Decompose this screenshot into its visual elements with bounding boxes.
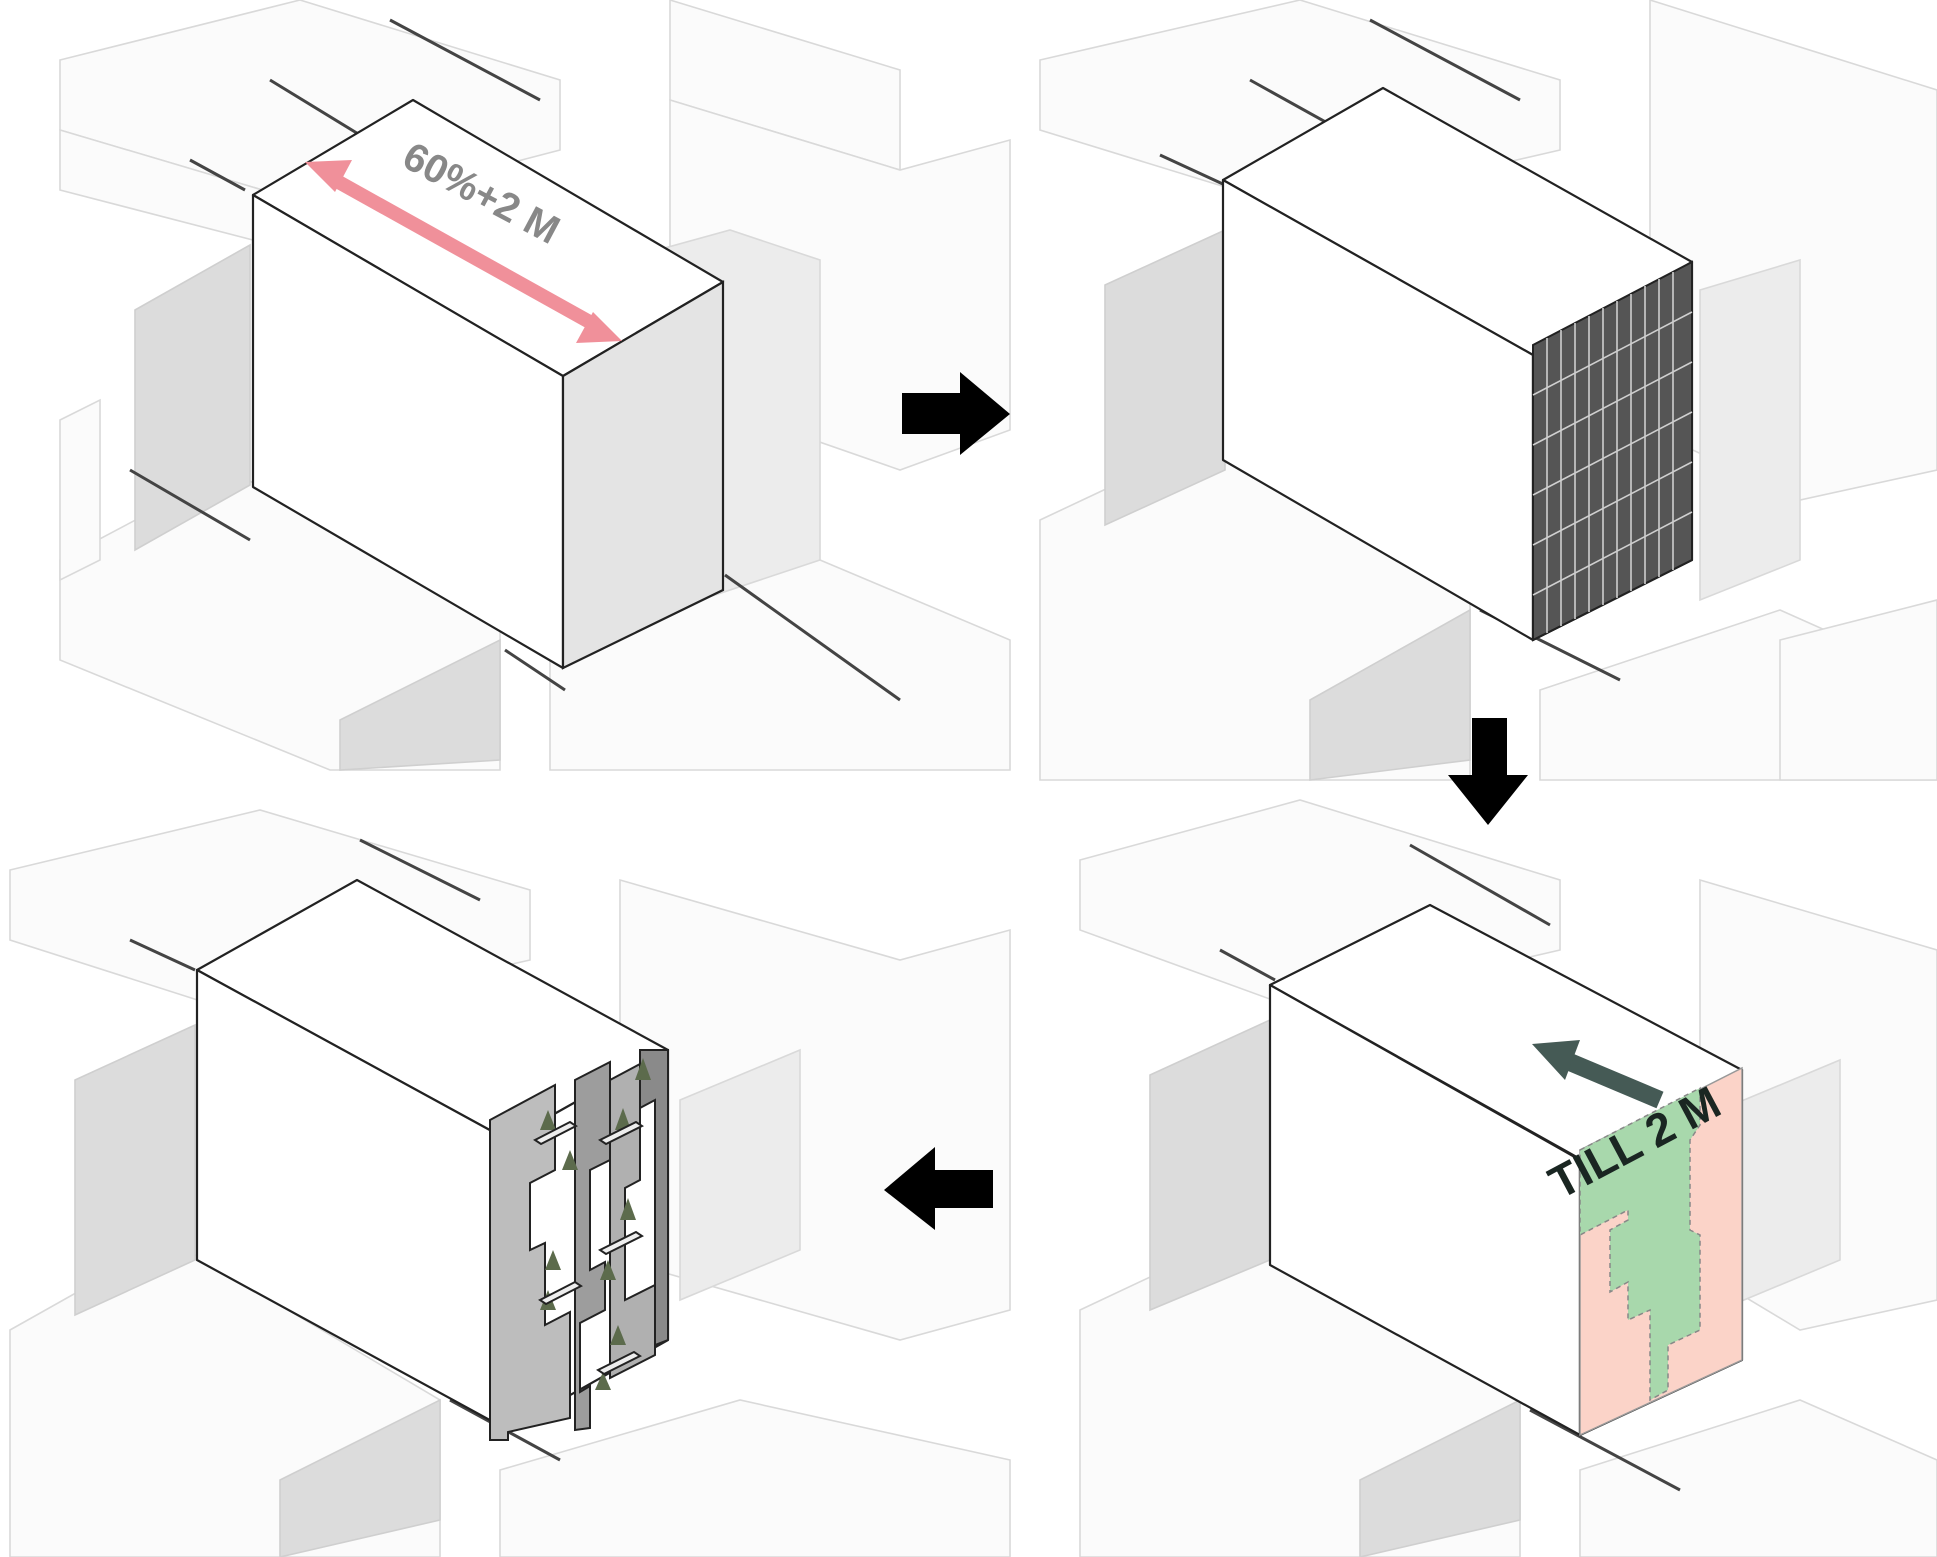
- panel-step-4: [10, 810, 1010, 1557]
- panel-step-3: TILL 2 M: [1080, 800, 1937, 1557]
- panel-step-2: [1040, 0, 1937, 780]
- panel-step-1: 60%+2 M: [60, 0, 1010, 770]
